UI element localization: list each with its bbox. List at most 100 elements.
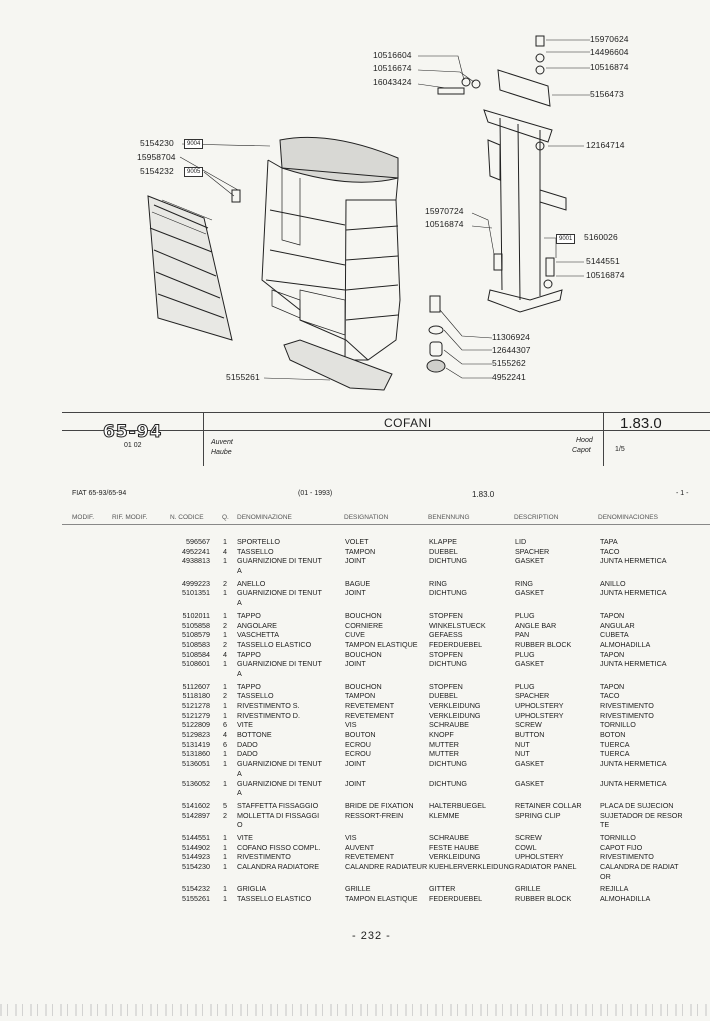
quantity-cell: 1 (223, 832, 227, 842)
english-name-cell: SPACHER (515, 546, 550, 556)
spanish-name-cell: PLACA DE SUJECION (600, 800, 674, 810)
quantity-cell: 1 (223, 759, 227, 769)
part-code-cell: 5108579 (182, 630, 210, 640)
part-code-cell: 5122809 (182, 720, 210, 730)
callout-label: 12644307 (492, 345, 531, 355)
spanish-name-cell: TAPA (600, 537, 618, 546)
spanish-name-cell: TUERCA (600, 739, 630, 749)
french-name-cell: BOUCHON (345, 681, 382, 691)
italian-name-cell: CALANDRA RADIATORE (237, 862, 320, 871)
callout-label: 16043424 (373, 77, 412, 87)
italian-name-cell: DADO (237, 739, 258, 749)
german-name-cell: FEDERDUEBEL (429, 639, 483, 649)
english-name-cell: NUT (515, 739, 530, 749)
spanish-name-cell: JUNTA HERMETICA (600, 659, 667, 669)
column-header: DENOMINACIONES (598, 514, 658, 521)
part-code-cell: 5136051 (182, 759, 210, 769)
english-name-cell: RADIATOR PANEL (515, 862, 577, 871)
callout-label: 5154232 (140, 166, 174, 176)
spanish-name-cell: JUNTA HERMETICA (600, 778, 667, 788)
model-logo: 65-94 (102, 422, 163, 443)
table-row: OR (0, 872, 710, 882)
italian-name-cell: MOLLETTA DI FISSAGGI (237, 810, 320, 820)
spanish-name-cell: TUERCA (600, 749, 630, 759)
german-name-cell: FEDERDUEBEL (429, 894, 483, 904)
quantity-cell: 2 (223, 620, 227, 630)
italian-name-cell: A (237, 566, 242, 576)
italian-name-cell: TAPPO (237, 681, 261, 691)
italian-name-cell: TASSELLO ELASTICO (237, 639, 312, 649)
part-code-cell: 4999223 (182, 578, 210, 588)
leader-lines (179, 39, 590, 381)
quantity-cell: 1 (223, 556, 227, 566)
spanish-name-cell: JUNTA HERMETICA (600, 759, 667, 769)
french-name-cell: BOUCHON (345, 649, 382, 659)
part-code-cell: 5108601 (182, 659, 210, 669)
callout-label: 10516874 (586, 270, 625, 280)
spanish-name-cell: RIVESTIMENTO (600, 701, 654, 710)
french-name-cell: JOINT (345, 556, 366, 566)
column-header: DESIGNATION (344, 514, 389, 521)
english-name-cell: SPACHER (515, 691, 550, 701)
header-divider (603, 412, 604, 466)
german-name-cell: GITTER (429, 884, 456, 894)
meta-section: 1.83.0 (472, 490, 495, 499)
german-name-cell: WINKELSTUECK (429, 620, 486, 630)
part-code-cell: 596567 (186, 537, 210, 546)
english-name-cell: RING (515, 578, 533, 588)
german-name-cell: STOPFEN (429, 649, 463, 659)
french-name-cell: CUVE (345, 630, 365, 640)
english-name-cell: SPRING CLIP (515, 810, 561, 820)
part-code-cell: 5136052 (182, 778, 210, 788)
german-name-cell: HALTERBUEGEL (429, 800, 486, 810)
german-name-cell: RING (429, 578, 447, 588)
model-date: 01 02 (124, 442, 142, 449)
quantity-cell: 5 (223, 800, 227, 810)
spanish-name-cell: RIVESTIMENTO (600, 852, 654, 862)
quantity-cell: 1 (223, 659, 227, 669)
header-rule-top (62, 412, 710, 413)
spanish-name-cell: JUNTA HERMETICA (600, 556, 667, 566)
italian-name-cell: TASSELLO ELASTICO (237, 894, 312, 904)
french-name-cell: ECROU (345, 749, 371, 759)
variant-tag: 9001 (556, 234, 576, 244)
callout-label: 11306924 (492, 332, 530, 342)
callout-label: 5155261 (226, 372, 260, 382)
column-header: DENOMINAZIONE (237, 514, 292, 521)
meta-date: (01 - 1993) (298, 490, 333, 497)
title-english: Hood (576, 437, 593, 444)
quantity-cell: 1 (223, 749, 227, 759)
german-name-cell: STOPFEN (429, 681, 463, 691)
english-name-cell: SCREW (515, 720, 542, 730)
italian-name-cell: SPORTELLO (237, 537, 281, 546)
italian-name-cell: BOTTONE (237, 730, 272, 740)
meta-page: - 1 - (676, 490, 689, 497)
quantity-cell: 1 (223, 630, 227, 640)
spanish-name-cell: TACO (600, 546, 620, 556)
italian-name-cell: TAPPO (237, 610, 261, 620)
german-name-cell: MUTTER (429, 749, 459, 759)
german-name-cell: MUTTER (429, 739, 459, 749)
french-name-cell: TAMPON (345, 691, 376, 701)
french-name-cell: VIS (345, 832, 357, 842)
italian-name-cell: A (237, 768, 242, 778)
part-code-cell: 5108583 (182, 639, 210, 649)
french-name-cell: CORNIERE (345, 620, 383, 630)
part-code-cell: 5121278 (182, 701, 210, 710)
spanish-name-cell: ALMOHADILLA (600, 639, 651, 649)
meta-model: FIAT 65-93/65-94 (72, 490, 127, 497)
bolt-drawing (535, 35, 545, 47)
spanish-name-cell: JUNTA HERMETICA (600, 588, 667, 598)
quantity-cell: 6 (223, 720, 227, 730)
